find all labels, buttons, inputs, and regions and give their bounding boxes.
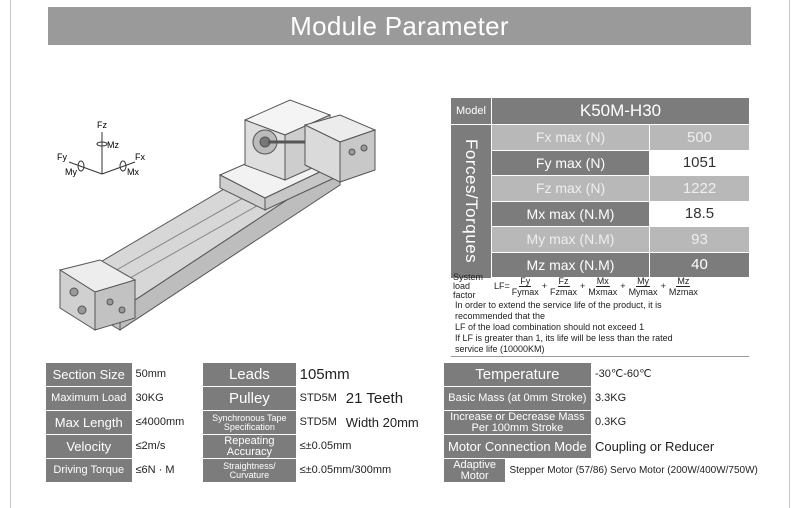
cell-value: ≤2m/s (131, 435, 202, 458)
spec-row: My max (N.M) 93 (491, 227, 749, 253)
cell-label: Basic Mass (at 0mm Stroke) (443, 387, 591, 410)
spec-name: Fy max (N) (491, 150, 649, 175)
spec-name: Mx max (N.M) (491, 201, 649, 226)
cell-label: Temperature (443, 363, 591, 386)
note-line: If LF is greater than 1, its life will b… (455, 333, 673, 343)
cell-value: STD5M 21 Teeth (295, 387, 442, 410)
axis-fy: Fy (57, 152, 67, 162)
formula-lf: LF= (494, 280, 510, 291)
spec-name: Fx max (N) (491, 125, 649, 150)
formula-label: System load factor (453, 271, 484, 300)
linear-module-illustration (58, 99, 377, 331)
spec-row: Fx max (N) 500 (491, 125, 749, 151)
note-line: LF of the load combination should not ex… (455, 322, 645, 332)
cell-label: Adaptive Motor (443, 459, 506, 482)
cell-label: Section Size (46, 363, 132, 386)
parameter-table: Section Size 50mm Leads 105mm Temperatur… (46, 363, 766, 483)
cell-value: -30℃-60℃ (590, 363, 766, 386)
cell-label: Max Length (46, 411, 132, 434)
forces-torques-label: Forces/Torques (451, 125, 491, 278)
cell-value: ≤4000mm (131, 411, 202, 434)
cell-label: Maximum Load (46, 387, 132, 410)
cell-label: Driving Torque (46, 459, 132, 482)
note-line: service life (10000KM) (455, 344, 545, 354)
table-row: Section Size 50mm Leads 105mm Temperatur… (46, 363, 766, 386)
cell-label: Increase or Decrease Mass Per 100mm Stro… (443, 411, 591, 434)
cell-value: 0.3KG (590, 411, 766, 434)
model-label: Model (451, 98, 491, 124)
cell-label: Repeating Accuracy (203, 435, 296, 458)
cell-value: ≤±0.05mm (295, 435, 442, 458)
cell-label: Leads (203, 363, 296, 386)
spec-name: Fz max (N) (491, 176, 649, 201)
spec-row: Mx max (N.M) 18.5 (491, 201, 749, 227)
axis-fx: Fx (135, 152, 145, 162)
page-title: Module Parameter (48, 7, 751, 45)
cell-value: ≤±0.05mm/300mm (295, 459, 442, 482)
page-frame (10, 0, 790, 508)
cell-value: 105mm (295, 363, 442, 386)
cell-value: 30KG (131, 387, 202, 410)
cell-label: Velocity (46, 435, 132, 458)
cell-label: Pulley (203, 387, 296, 410)
cell-value: ≤6N · M (131, 459, 202, 482)
cell-value: 50mm (131, 363, 202, 386)
cell-value: 3.3KG (590, 387, 766, 410)
axis-fz: Fz (97, 120, 107, 130)
spec-value: 1222 (649, 176, 749, 201)
spec-row: Fz max (N) 1222 (491, 176, 749, 202)
spec-name: Mz max (N.M) (491, 252, 649, 277)
spec-row: Mz max (N.M) 40 (491, 252, 749, 278)
table-row: Velocity ≤2m/s Repeating Accuracy ≤±0.05… (46, 435, 766, 458)
table-row: Driving Torque ≤6N · M Straightness/ Cur… (46, 459, 766, 482)
model-value: K50M-H30 (491, 98, 749, 124)
spec-value: 1051 (649, 150, 749, 175)
table-row: Maximum Load 30KG Pulley STD5M 21 Teeth … (46, 387, 766, 410)
spec-value: 93 (649, 227, 749, 252)
cell-label: Synchronous Tape Specification (203, 411, 296, 434)
note-line: In order to extend the service life of t… (455, 300, 662, 310)
cell-label: Motor Connection Mode (443, 435, 591, 458)
spec-value: 18.5 (649, 201, 749, 226)
note-line: recommended that the (455, 311, 546, 321)
cell-value: Stepper Motor (57/86) Servo Motor (200W/… (505, 459, 766, 482)
spec-value: 40 (649, 252, 749, 277)
cell-value: STD5M Width 20mm (295, 411, 442, 434)
axis-mz: Mz (107, 140, 119, 150)
cell-label: Straightness/ Curvature (203, 459, 296, 482)
cell-value: Coupling or Reducer (590, 435, 766, 458)
table-row: Max Length ≤4000mm Synchronous Tape Spec… (46, 411, 766, 434)
spec-row: Fy max (N) 1051 (491, 150, 749, 176)
spec-value: 500 (649, 125, 749, 150)
axis-my: My (65, 167, 77, 177)
axis-diagram: Fz Mz Fy My Fx Mx (57, 120, 145, 177)
spec-name: My max (N.M) (491, 227, 649, 252)
spec-table: Model K50M-H30 Forces/Torques Fx max (N)… (451, 98, 749, 278)
axis-mx: Mx (127, 167, 139, 177)
